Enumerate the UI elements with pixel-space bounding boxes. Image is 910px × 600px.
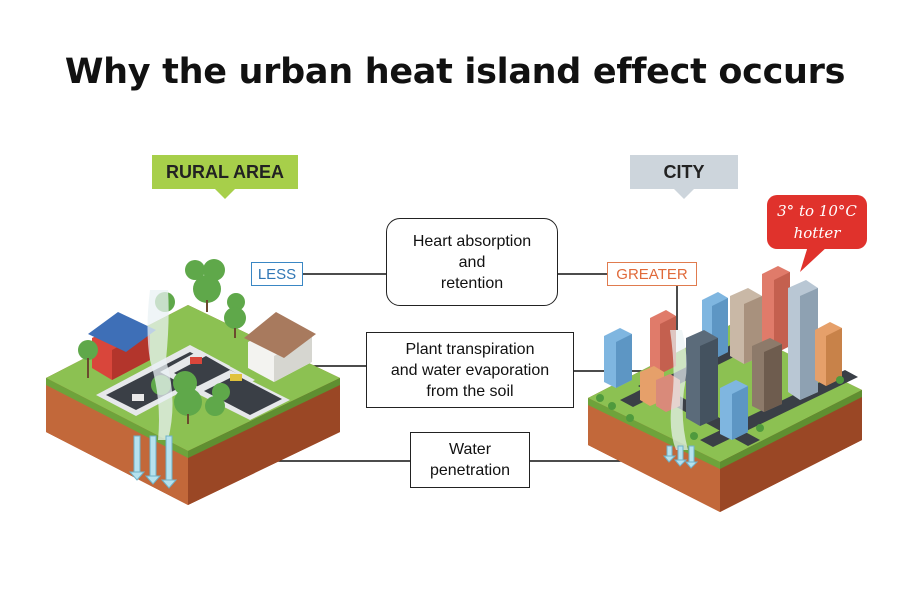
city-tag: CITY bbox=[630, 155, 738, 199]
less-label: LESS bbox=[251, 262, 303, 286]
page-title: Why the urban heat island effect occurs bbox=[64, 52, 846, 92]
plant-transpiration-box: Plant transpiration and water evaporatio… bbox=[366, 332, 574, 408]
heat-absorption-box: Heart absorption and retention bbox=[386, 218, 558, 306]
water-penetration-box: Water penetration bbox=[410, 432, 530, 488]
bubble-tail bbox=[800, 246, 828, 272]
city-block bbox=[588, 266, 862, 512]
greater-label: GREATER bbox=[607, 262, 697, 286]
rural-block bbox=[46, 259, 340, 505]
heat-bubble: 3° to 10°C hotter bbox=[767, 195, 867, 249]
rural-area-tag: RURAL AREA bbox=[152, 155, 298, 199]
city-buildings bbox=[604, 266, 842, 440]
